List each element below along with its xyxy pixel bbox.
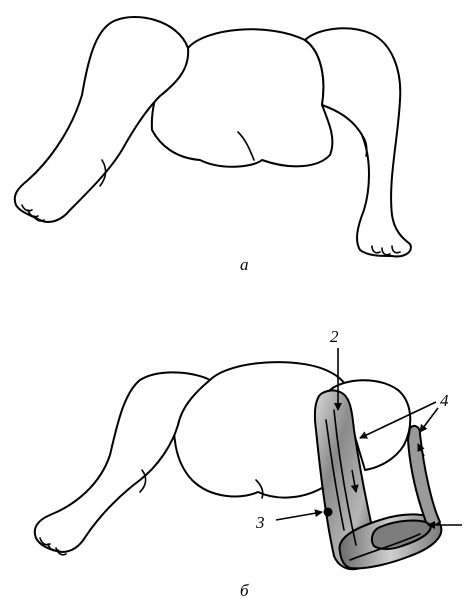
callout-4-label: 4	[440, 391, 449, 410]
callout-2-label: 2	[330, 327, 339, 346]
splint-pin-3	[324, 508, 333, 517]
panel-a-drawing	[15, 17, 411, 256]
panel-b-label: б	[240, 581, 249, 600]
arrow-4b	[420, 408, 438, 432]
splint-back-strap	[408, 426, 440, 525]
callout-3-label: 3	[255, 513, 265, 532]
panel-b-drawing	[35, 362, 442, 569]
arrow-3	[276, 512, 322, 520]
panel-a-label: а	[240, 255, 249, 274]
